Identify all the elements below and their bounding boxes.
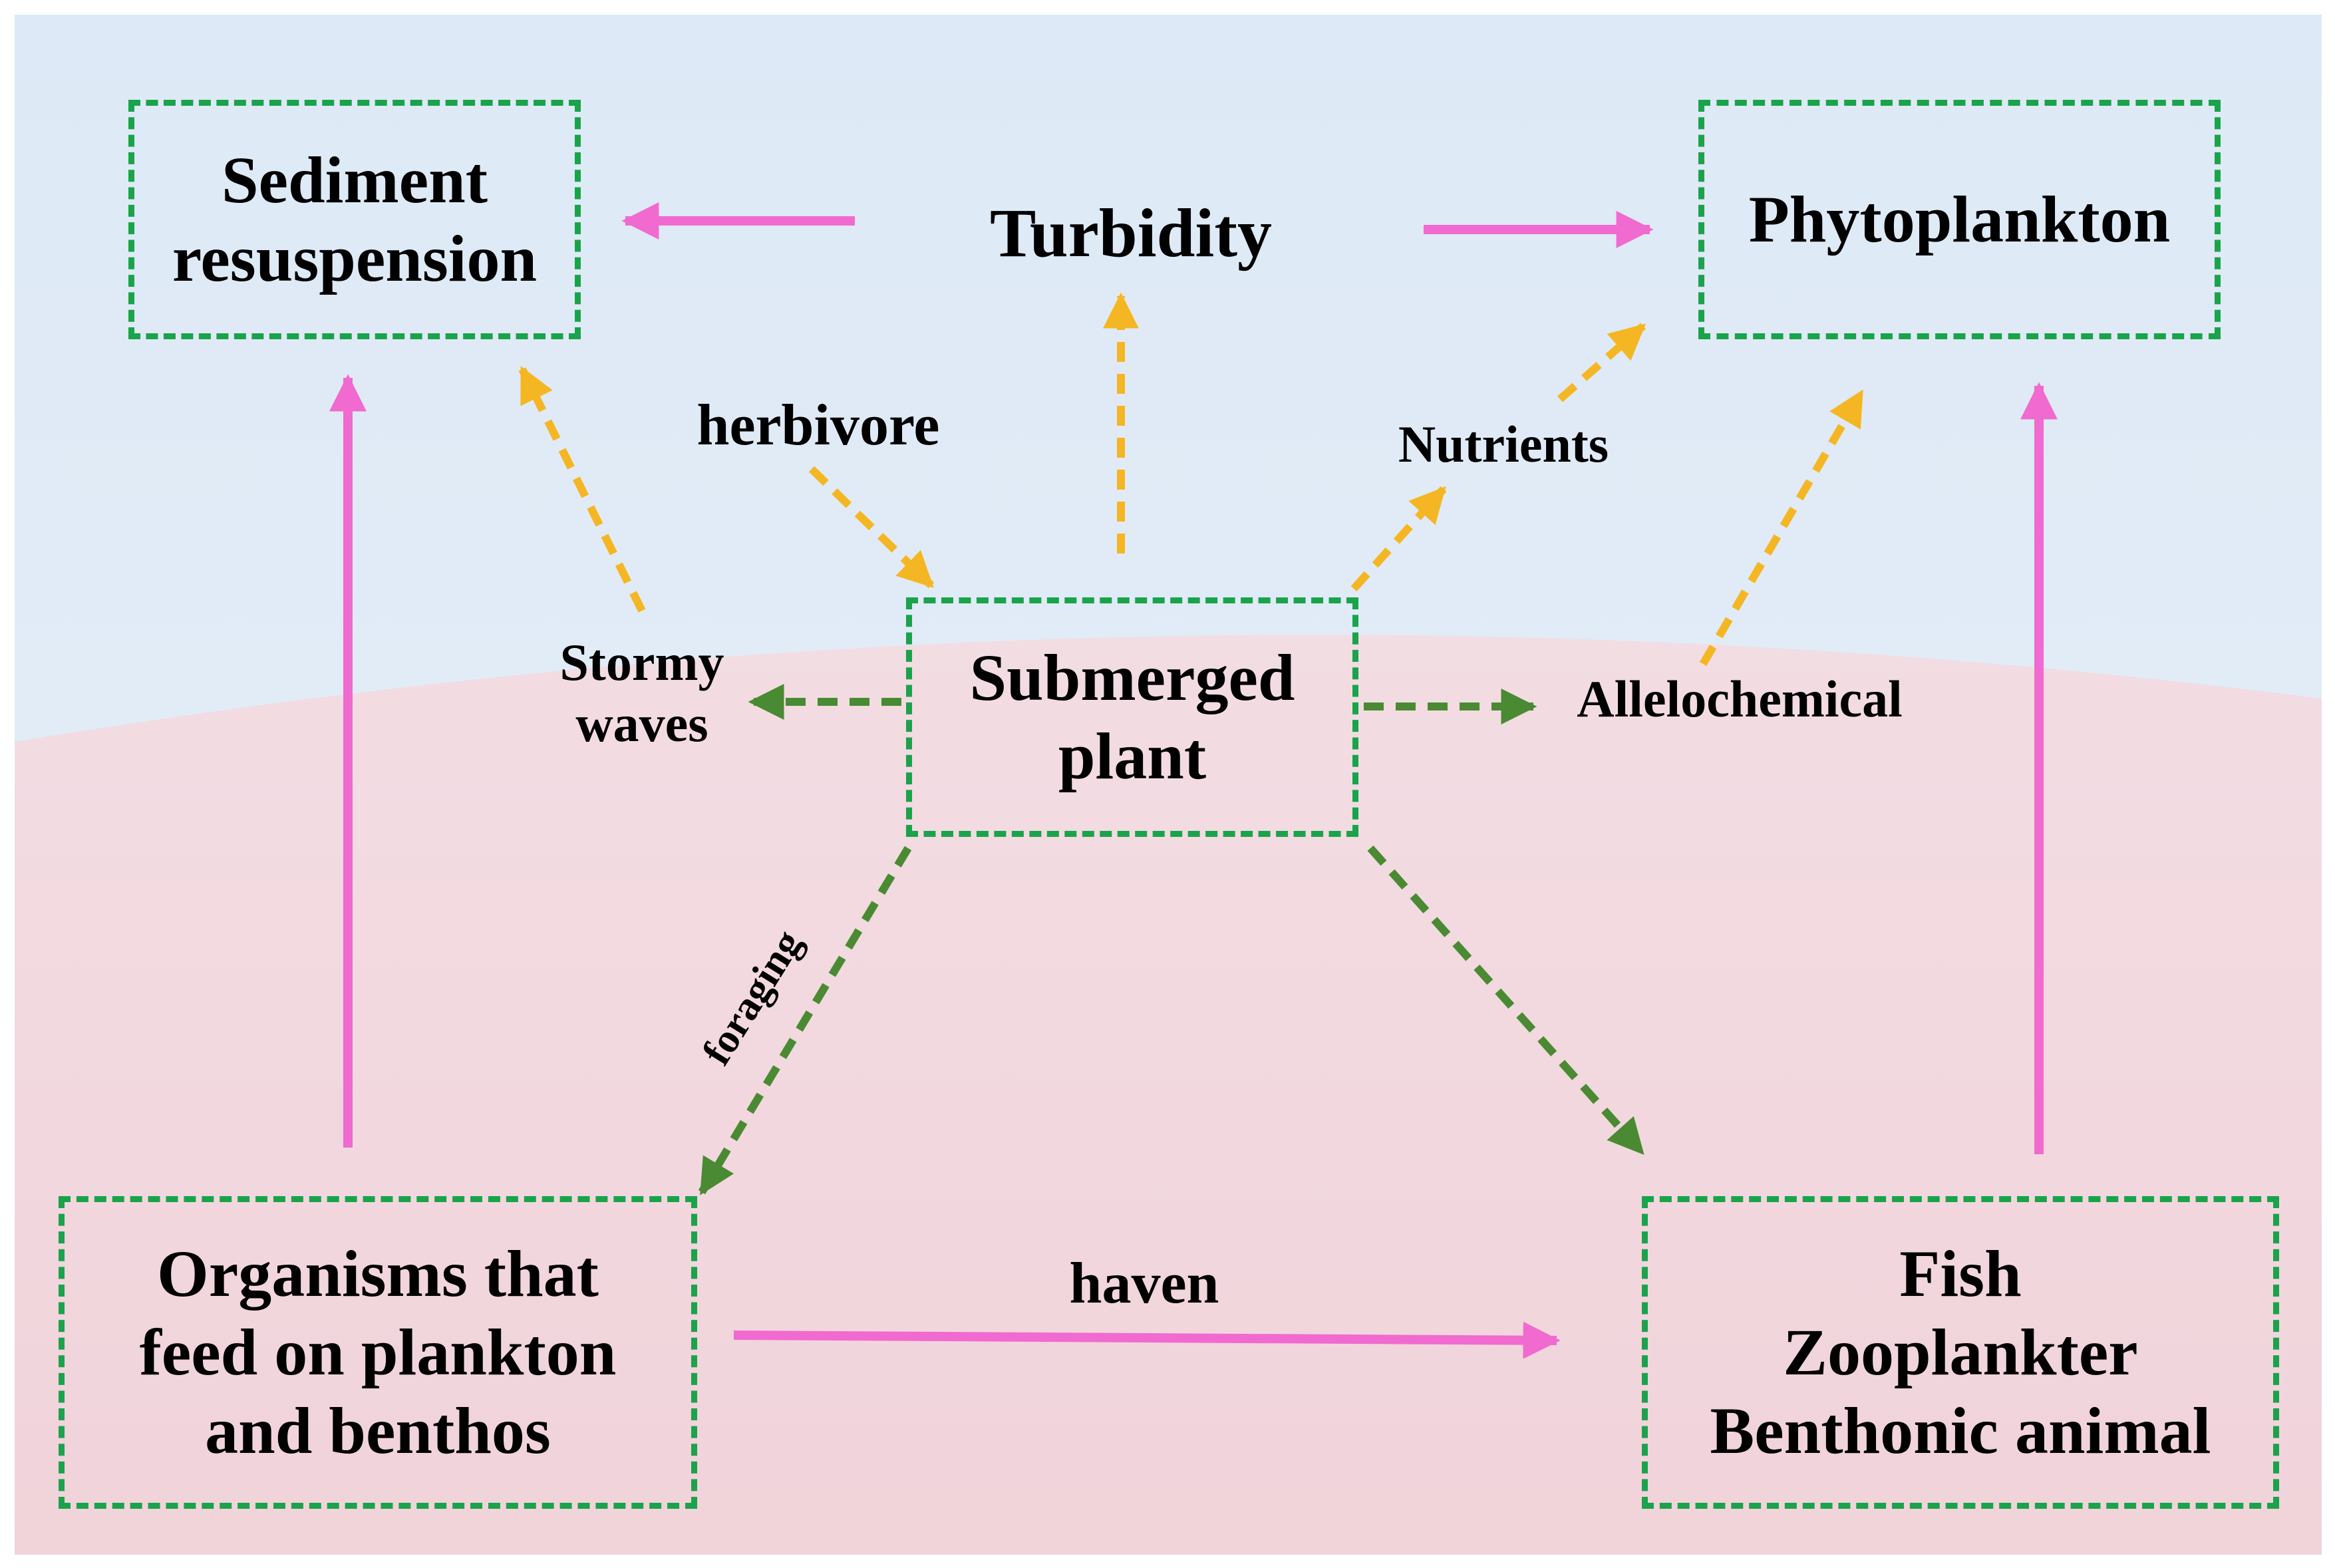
arrow-submerged-to-nutrients <box>1350 486 1447 592</box>
arrow-haven <box>733 1321 1561 1359</box>
node-fish-line-3: Benthonic animal <box>1710 1394 2211 1468</box>
arrow-stormy-to-sediment <box>518 366 646 613</box>
node-sediment-line-1: Sediment <box>222 143 488 217</box>
label-herbivore-text: herbivore <box>697 393 940 458</box>
node-organisms-line-2: feed on plankton <box>139 1315 617 1389</box>
node-organisms-line-1: Organisms that <box>157 1237 599 1311</box>
node-submerged-plant: Submerged plant <box>906 597 1358 837</box>
node-submerged-line-1: Submerged <box>969 641 1295 714</box>
label-stormy-waves: Stormy waves <box>529 632 755 754</box>
arrow-nutrients-to-phytoplankton <box>1557 323 1646 402</box>
node-phytoplankton: Phytoplankton <box>1698 100 2221 339</box>
water-background <box>15 635 2322 1555</box>
arrow-submerged-to-fish <box>1367 846 1645 1156</box>
label-haven: haven <box>985 1249 1304 1319</box>
label-haven-text: haven <box>1069 1251 1219 1316</box>
node-phytoplankton-line-1: Phytoplankton <box>1748 182 2171 256</box>
node-sediment-line-2: resuspension <box>172 222 538 295</box>
node-sediment-resuspension: Sediment resuspension <box>128 100 581 339</box>
node-fish-line-1: Fish <box>1899 1237 2022 1311</box>
node-submerged-line-2: plant <box>1058 719 1207 793</box>
label-stormy-line-2: waves <box>575 695 708 753</box>
node-organisms: Organisms that feed on plankton and bent… <box>59 1196 697 1509</box>
label-nutrients: Nutrients <box>1357 414 1650 475</box>
label-allelochemical-text: Allelochemical <box>1577 670 1903 728</box>
label-turbidity-text: Turbidity <box>990 195 1272 271</box>
label-allelochemical: Allelochemical <box>1537 669 1943 730</box>
node-fish-zooplankter-benthonic: Fish Zooplankter Benthonic animal <box>1642 1196 2279 1509</box>
label-turbidity: Turbidity <box>911 193 1350 275</box>
label-nutrients-text: Nutrients <box>1398 415 1609 473</box>
label-herbivore: herbivore <box>652 391 985 460</box>
node-fish-line-2: Zooplankter <box>1783 1315 2138 1389</box>
node-organisms-line-3: and benthos <box>205 1394 551 1468</box>
arrow-foraging <box>698 846 912 1195</box>
arrow-herbivore-to-submerged <box>808 466 935 589</box>
label-stormy-line-1: Stormy <box>559 633 724 691</box>
arrow-allelochemical-to-phytoplankton <box>1699 389 1865 667</box>
